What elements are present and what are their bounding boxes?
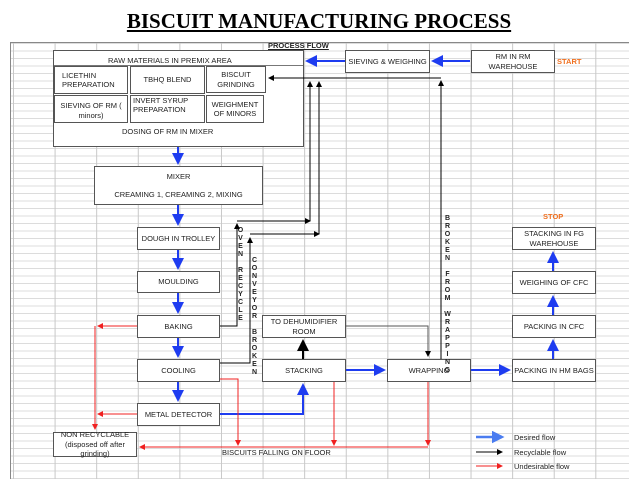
oven-recycle-label: OVEN RECYCLE [237,227,244,323]
tbhq-blend: TBHQ BLEND [130,66,205,94]
rm-warehouse-box: RM IN RM WAREHOUSE [471,50,555,73]
arrow-conveyor-broken [220,237,253,364]
weighment-of-minors: WEIGHMENT OF MINORS [206,95,264,123]
process-flow-header: PROCESS FLOW [268,41,329,50]
non-recyclable-box: NON RECYCLABLE (disposed off after grind… [53,430,137,458]
divider [54,65,303,66]
wrapping-box: WRAPPING [387,359,471,382]
dehumidifier-box: TO DEHUMIDIFIER ROOM [262,315,346,338]
mixer-box: MIXER CREAMING 1, CREAMING 2, MIXING [94,166,263,205]
biscuit-grinding: BISCUIT GRINDING [206,66,266,93]
arrow-oven-recycle [220,223,240,327]
raw-area-title: RAW MATERIALS IN PREMIX AREA [108,56,232,65]
stacking-box: STACKING [262,359,346,382]
page-title: BISCUIT MANUFACTURING PROCESS [126,9,512,33]
moulding-box: MOULDING [137,271,220,293]
cooling-box: COOLING [137,359,220,382]
invert-syrup-preparation: INVERT SYRUP PREPARATION [130,95,205,123]
sieving-of-rm-minors: SIEVING OF RM ( minors) [54,95,128,123]
floor-label: BISCUITS FALLING ON FLOOR [222,448,331,457]
mixer-title: MIXER [166,171,191,181]
arrow-metal-to-stacking [220,383,309,415]
arrow-cooling-floor [220,378,241,446]
baking-box: BAKING [137,315,220,338]
weighing-cfc-box: WEIGHING OF CFC [512,271,596,294]
dosing-label: DOSING OF RM IN MIXER [122,127,214,136]
licethin-preparation: LICETHIN PREPARATION [54,66,128,94]
metal-detector-box: METAL DETECTOR [137,403,220,426]
mixer-detail: CREAMING 1, CREAMING 2, MIXING [114,190,243,200]
legend-undesirable: Undesirable flow [514,462,570,471]
packing-cfc-box: PACKING IN CFC [512,315,596,338]
conveyor-broken-label: CONVEYOR BROKEN [251,257,258,377]
legend-recyclable: Recyclable flow [514,448,567,457]
packing-hm-bags-box: PACKING IN HM BAGS [512,359,596,382]
stacking-fg-warehouse-box: STACKING IN FG WAREHOUSE [512,227,596,250]
stop-label: STOP [543,212,564,221]
arrow-dehumidifier-to-wrapping [346,325,431,357]
sieving-weighing-box: SIEVING & WEIGHING [345,50,430,73]
legend-desired: Desired flow [514,433,556,442]
broken-from-wrapping-label: BROKEN FROM WRAPPING [444,215,451,375]
dough-in-trolley-box: DOUGH IN TROLLEY [137,227,220,250]
start-label: START [557,57,582,66]
